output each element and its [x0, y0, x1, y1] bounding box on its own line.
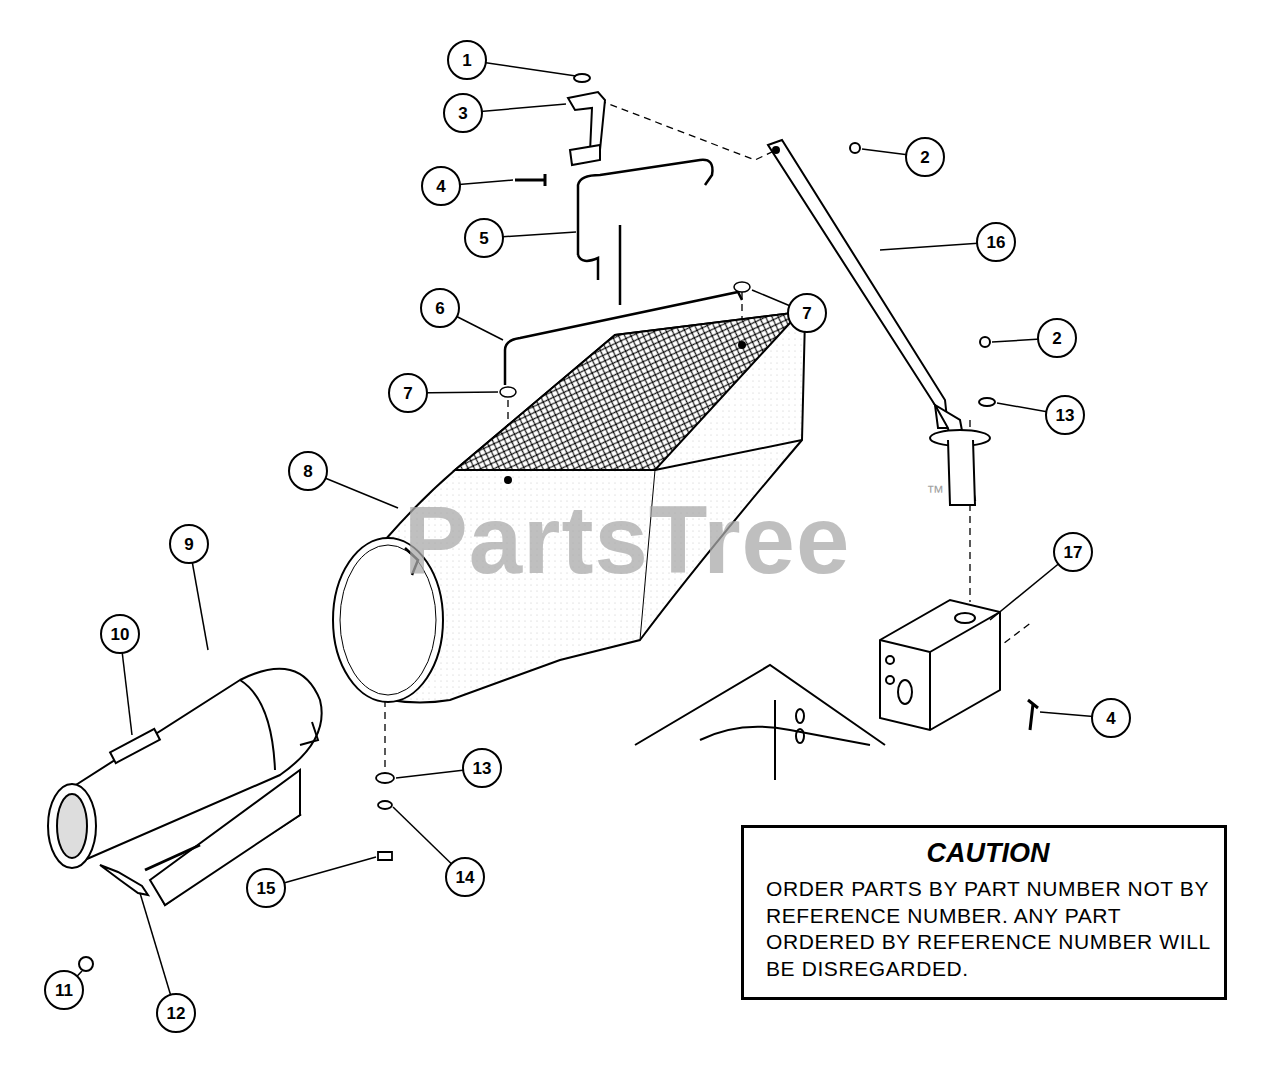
callout-number: 3 — [458, 105, 467, 122]
callout-number: 1 — [462, 52, 471, 69]
callout-number: 16 — [987, 234, 1006, 251]
callout-number: 13 — [473, 760, 492, 777]
watermark: PartsTree — [404, 485, 851, 595]
caution-box: CAUTION ORDER PARTS BY PART NUMBER NOT BY… — [741, 825, 1227, 1000]
trademark: ™ — [926, 482, 944, 503]
callout-number: 12 — [167, 1005, 186, 1022]
caution-text: ORDER PARTS BY PART NUMBER NOT BY REFERE… — [766, 876, 1210, 982]
callout-number: 7 — [802, 305, 811, 322]
callout-number: 11 — [55, 982, 73, 999]
callout-number: 5 — [479, 230, 488, 247]
support-rod — [768, 140, 995, 505]
callout-number: 15 — [257, 880, 276, 897]
callout-number: 10 — [111, 626, 130, 643]
callout-number: 2 — [920, 149, 929, 166]
callout-number: 13 — [1056, 407, 1075, 424]
discharge-chute — [48, 669, 322, 905]
callout-number: 17 — [1064, 544, 1083, 561]
callout-number: 6 — [435, 300, 444, 317]
caution-heading: CAUTION — [766, 836, 1210, 870]
callout-number: 4 — [436, 178, 445, 195]
mount-bracket — [880, 600, 1038, 730]
callout-number: 4 — [1106, 710, 1115, 727]
callout-number: 14 — [456, 869, 475, 886]
callout-number: 7 — [403, 385, 412, 402]
callout-number: 9 — [184, 536, 193, 553]
callout-number: 2 — [1052, 330, 1061, 347]
callout-number: 8 — [303, 463, 312, 480]
